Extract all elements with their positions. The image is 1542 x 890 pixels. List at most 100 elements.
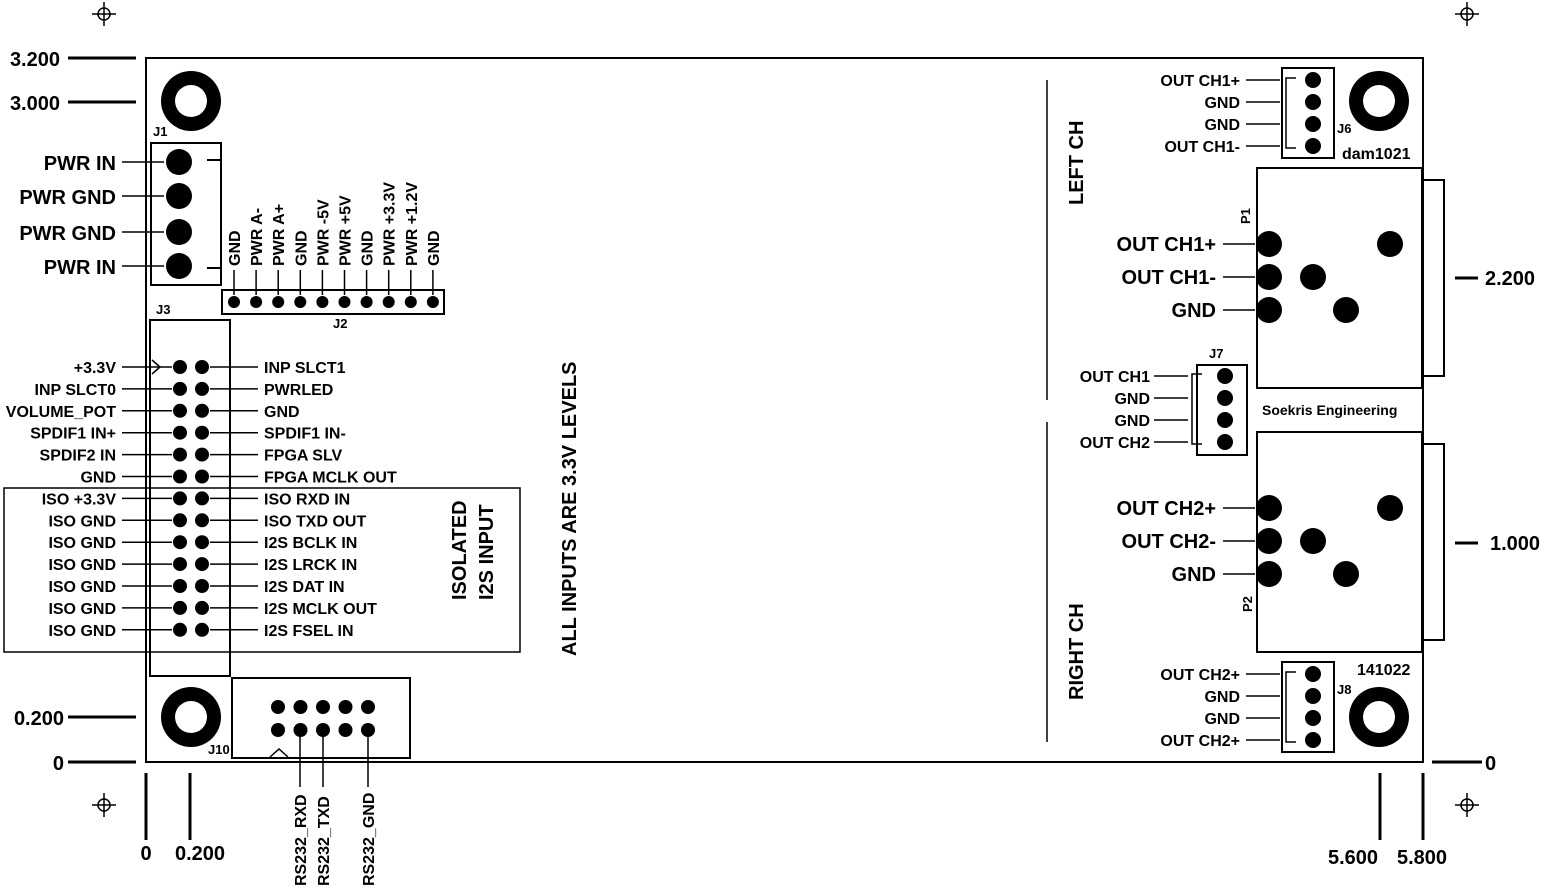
- j2-pin-label: GND: [293, 230, 310, 266]
- board-outline: [145, 57, 1424, 763]
- j3-left-label: ISO +3.3V: [42, 491, 117, 508]
- j1-pin-label: PWR IN: [44, 257, 116, 279]
- j10-pin-label: RS232_TXD: [316, 796, 333, 886]
- j2-pin: [338, 296, 351, 308]
- mounting-hole-icon: [1349, 687, 1409, 747]
- j6-pin-label: GND: [1204, 95, 1240, 112]
- j8-pin: [1305, 688, 1321, 704]
- p1-pin-label: OUT CH1-: [1122, 267, 1216, 289]
- j10-pin: [316, 700, 330, 714]
- j3-left-label: ISO GND: [48, 601, 116, 618]
- j3-left-label: ISO GND: [48, 623, 116, 640]
- connector-p1: P1 OUT CH1+OUT CH1-GND: [1117, 167, 1445, 389]
- j2-pin-label: GND: [426, 230, 443, 266]
- j6-pin: [1305, 138, 1321, 154]
- mounting-hole-icon: [161, 687, 221, 747]
- j3-right-label: I2S DAT IN: [264, 579, 345, 596]
- j3-right-label: GND: [264, 404, 300, 421]
- j3-pin: [195, 557, 209, 572]
- j1-pin-label: PWR IN: [44, 153, 116, 175]
- j3-pin: [173, 425, 187, 440]
- j3-pin: [173, 600, 187, 615]
- j3-pin: [173, 513, 187, 528]
- p2-pin-label: OUT CH2-: [1122, 531, 1216, 553]
- j3-right-label: PWRLED: [264, 382, 333, 399]
- j3-pin: [195, 469, 209, 484]
- j3-right-label: I2S LRCK IN: [264, 557, 357, 574]
- j3-right-label: I2S BCLK IN: [264, 535, 357, 552]
- registration-mark-icon: [1455, 793, 1479, 817]
- j7-pin: [1217, 390, 1233, 406]
- j3-pin: [195, 535, 209, 550]
- mounting-hole-icon: [161, 71, 221, 131]
- p1-pin-label: OUT CH1+: [1117, 234, 1216, 256]
- j3-pin: [173, 535, 187, 550]
- j3-left-label: ISO GND: [48, 579, 116, 596]
- j3-pin: [195, 513, 209, 528]
- j1-designator: J1: [153, 124, 167, 139]
- isolated-label-line2: I2S INPUT: [476, 504, 498, 600]
- p2-pin: [1300, 528, 1326, 554]
- j8-pin: [1305, 732, 1321, 748]
- j2-pin: [382, 296, 395, 308]
- mounting-hole-icon: [1349, 71, 1409, 131]
- j3-right-label: FPGA SLV: [264, 448, 343, 465]
- j3-pin: [195, 447, 209, 462]
- j1-pin-label: PWR GND: [19, 187, 116, 209]
- connector-j1: J1 PWR IN PWR GND PWR GND PWR IN: [19, 124, 222, 286]
- dim-bottom-0: 0: [140, 843, 151, 865]
- channel-dividers: LEFT CH RIGHT CH: [1046, 80, 1088, 742]
- j7-body: [1196, 364, 1248, 456]
- j3-pin: [173, 491, 187, 506]
- p1-pin: [1377, 231, 1403, 257]
- j3-left-label: VOLUME_POT: [6, 404, 116, 421]
- dim-right-1000: 1.000: [1490, 533, 1540, 555]
- j3-designator: J3: [156, 302, 170, 317]
- j2-pin-label: PWR +3.3V: [382, 182, 399, 266]
- j3-left-label: INP SLCT0: [35, 382, 117, 399]
- j3-pin: [195, 360, 209, 374]
- j3-pin: [173, 360, 187, 374]
- dim-left-0200: 0.200: [14, 708, 64, 730]
- j7-pin-label: OUT CH2: [1080, 435, 1150, 452]
- j8-key: [1285, 671, 1296, 743]
- j7-pin: [1217, 368, 1233, 384]
- j6-body: [1281, 67, 1335, 159]
- registration-mark-icon: [1455, 2, 1479, 26]
- j6-pin: [1305, 72, 1321, 88]
- j3-pin: [173, 579, 187, 593]
- j8-pin: [1305, 710, 1321, 726]
- j6-key: [1285, 77, 1296, 149]
- p2-pin: [1256, 561, 1282, 587]
- j10-pin: [338, 723, 353, 737]
- p1-pin: [1300, 264, 1326, 290]
- j2-pin-label: GND: [360, 230, 377, 266]
- j3-pin: [195, 579, 209, 593]
- j2-pin: [294, 296, 307, 308]
- p2-pin: [1377, 495, 1403, 521]
- j3-left-label: ISO GND: [48, 513, 116, 530]
- j3-right-label: ISO RXD IN: [264, 491, 350, 508]
- j3-pin: [195, 403, 209, 418]
- j8-pin: [1305, 666, 1321, 682]
- dim-bottom-5600: 5.600: [1328, 847, 1378, 869]
- j2-pin-label: PWR -5V: [315, 199, 332, 266]
- j8-pin-label: OUT CH2+: [1160, 733, 1240, 750]
- j2-pin-label: PWR A-: [249, 208, 266, 266]
- model-label: dam1021: [1342, 146, 1411, 163]
- j3-left-label: SPDIF2 IN: [40, 448, 116, 465]
- p1-pin: [1256, 264, 1282, 290]
- p2-designator: P2: [1240, 596, 1255, 612]
- j3-left-label: GND: [80, 470, 116, 487]
- j2-pin: [228, 296, 240, 308]
- j6-pin-label: GND: [1204, 117, 1240, 134]
- j10-pin: [361, 700, 375, 714]
- j3-right-label: INP SLCT1: [264, 360, 346, 377]
- j3-pin: [173, 381, 187, 396]
- dim-bottom-0200: 0.200: [175, 843, 225, 865]
- isolated-region: ISOLATED I2S INPUT: [3, 487, 521, 653]
